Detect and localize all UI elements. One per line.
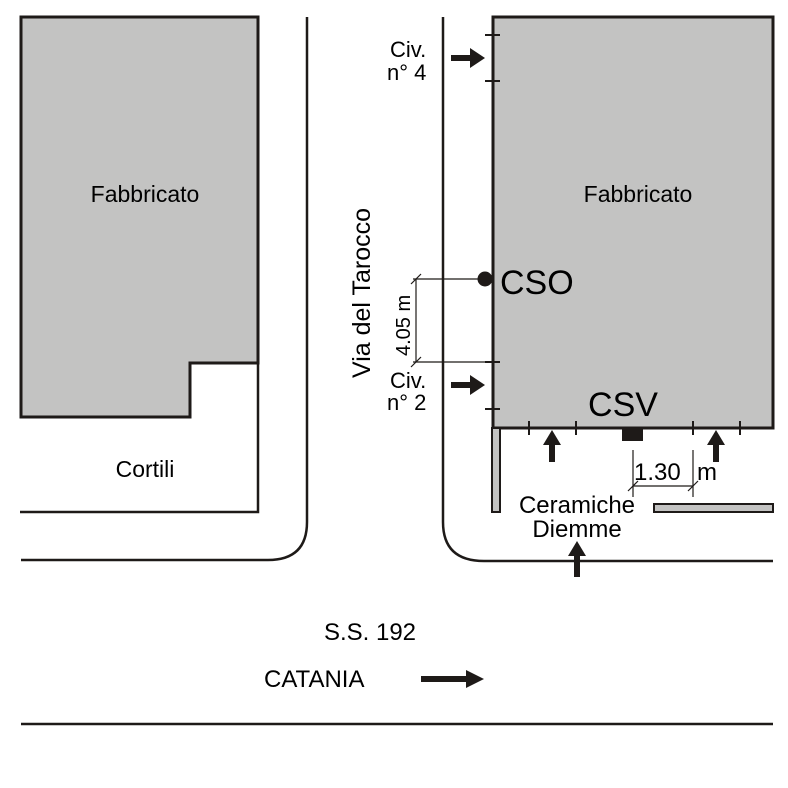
- direction-arrow-icon: [421, 670, 484, 688]
- entrance-arrow-icon: [707, 430, 725, 462]
- left-building-label: Fabbricato: [91, 181, 200, 207]
- house-number-4-line2: n° 4: [387, 60, 426, 85]
- cso-marker-icon: [477, 271, 493, 287]
- shop-wall-left: [491, 427, 501, 513]
- horizontal-dimension-unit: m: [697, 459, 717, 486]
- dimension-tick: [410, 356, 422, 368]
- left-building: [19, 15, 260, 419]
- street-name-label: Via del Tarocco: [348, 208, 376, 378]
- entrance-arrow-icon: [451, 375, 485, 395]
- entrance-arrow-icon: [568, 541, 586, 577]
- courtyard-outline: [20, 363, 260, 514]
- horizontal-dimension-value: 1.30: [634, 459, 681, 486]
- cso-label: CSO: [500, 264, 574, 302]
- entrance-arrow-icon: [543, 430, 561, 462]
- left-street-curb: [21, 17, 309, 562]
- vertical-dimension-label: 4.05 m: [393, 295, 415, 356]
- entrance-arrow-icon: [451, 48, 485, 68]
- right-building: [491, 15, 775, 430]
- shop-wall-right: [653, 503, 774, 513]
- dimension-tick: [687, 480, 699, 492]
- courtyard-label: Cortili: [116, 456, 175, 482]
- house-number-2-line2: n° 2: [387, 390, 426, 415]
- right-building-label: Fabbricato: [584, 181, 693, 207]
- dimension-tick: [627, 480, 639, 492]
- main-road-name: S.S. 192: [324, 619, 416, 646]
- shop-name-line2: Diemme: [532, 516, 621, 543]
- shop-name-line1: Ceramiche: [519, 492, 635, 519]
- csv-marker-icon: [622, 428, 643, 441]
- direction-label: CATANIA: [264, 666, 364, 693]
- csv-label: CSV: [588, 386, 658, 424]
- right-street-curb: [441, 17, 773, 563]
- house-number-4-line1: Civ.: [390, 37, 426, 62]
- dimension-tick: [410, 273, 422, 285]
- house-number-2-line1: Civ.: [390, 368, 426, 393]
